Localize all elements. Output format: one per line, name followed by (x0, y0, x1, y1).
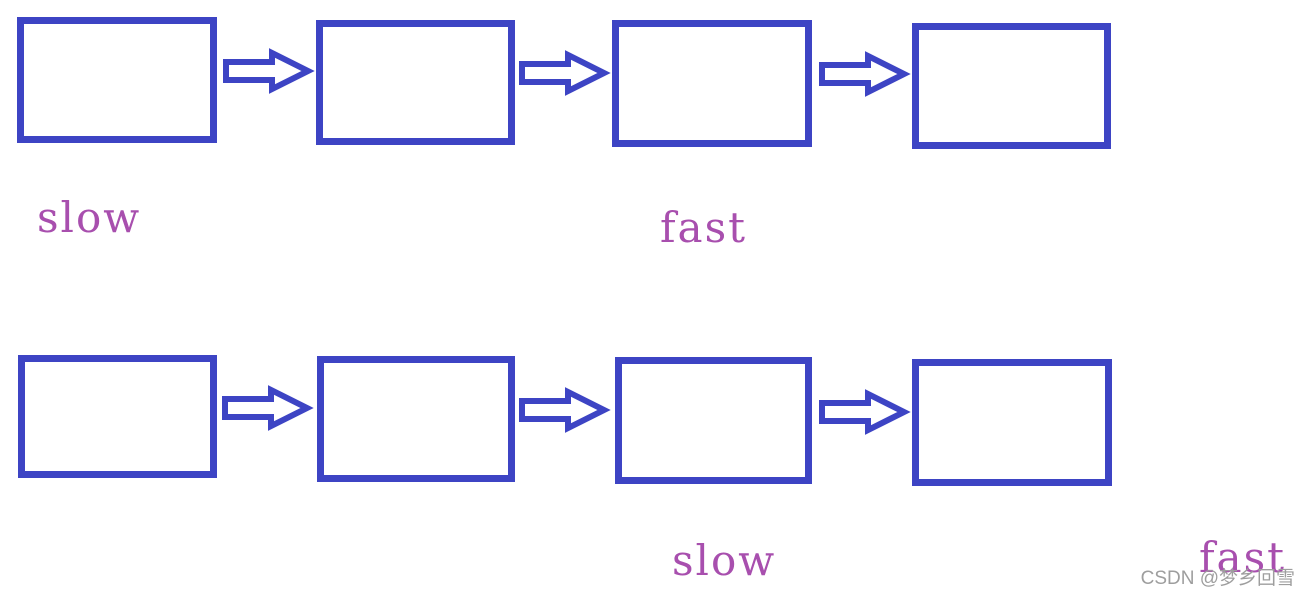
slow-pointer-label: slow (37, 193, 142, 242)
list-node-box (18, 355, 217, 478)
list-node-box (316, 20, 515, 145)
list-node-box (615, 357, 812, 484)
list-node-box (912, 23, 1111, 149)
list-node-box (612, 20, 812, 147)
arrow-right-icon (819, 389, 911, 435)
list-node-box (17, 17, 217, 143)
arrow-right-icon (222, 385, 314, 431)
arrow-right-icon (819, 51, 911, 97)
fast-pointer-label: fast (1199, 533, 1287, 582)
arrow-right-icon (519, 50, 611, 96)
arrow-right-icon (223, 48, 315, 94)
list-node-box (912, 359, 1112, 486)
arrow-right-icon (519, 387, 611, 433)
slow-pointer-label: slow (672, 536, 777, 585)
watermark: CSDN @梦乡回雪 (1140, 568, 1295, 589)
fast-pointer-label: fast (660, 203, 748, 252)
list-node-box (317, 356, 515, 482)
